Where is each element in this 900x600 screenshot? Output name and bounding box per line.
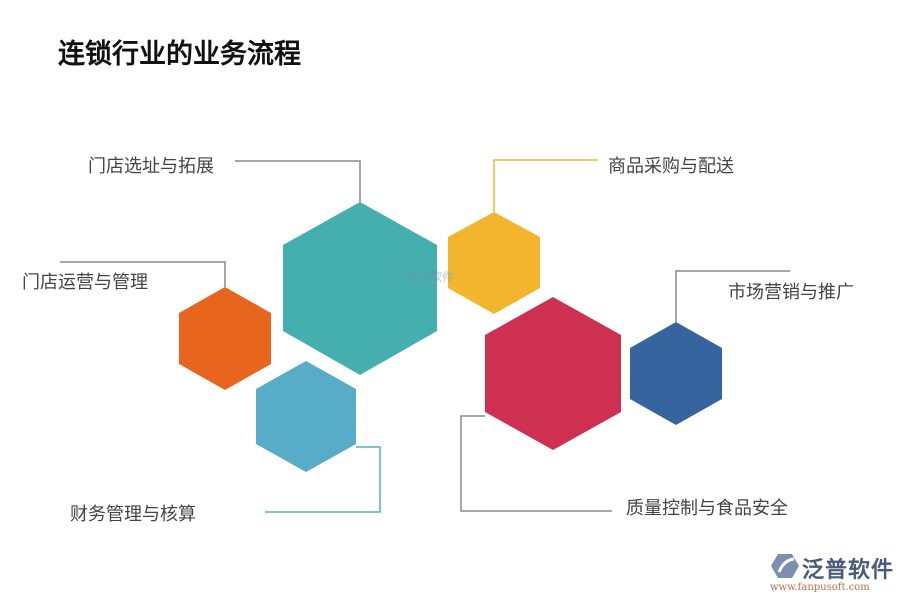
logo-icon (771, 554, 799, 578)
label-operation: 门店运营与管理 (22, 272, 148, 293)
hexagon-marketing (630, 322, 722, 425)
hexagon-quality (485, 297, 621, 450)
watermark: 泛普软件 (406, 270, 455, 284)
connector-marketing (675, 270, 790, 322)
connector-purchase (493, 159, 598, 212)
hexagon-finance (256, 361, 356, 472)
label-finance: 财务管理与核算 (70, 504, 196, 525)
label-purchase: 商品采购与配送 (608, 156, 734, 177)
label-quality: 质量控制与食品安全 (626, 498, 788, 519)
logo-url: www.fanpusoft.com (770, 582, 870, 593)
connector-site (235, 160, 361, 202)
connector-quality (460, 415, 612, 512)
logo-name: 泛普软件 (802, 558, 895, 583)
hexagon-purchase (448, 212, 540, 314)
connector-finance (265, 446, 381, 513)
page-title: 连锁行业的业务流程 (58, 39, 301, 70)
label-site: 门店选址与拓展 (88, 156, 214, 177)
label-marketing: 市场营销与推广 (728, 282, 854, 303)
connector-operation (60, 261, 226, 287)
hexagon-site (283, 202, 437, 375)
hexagon-operation (179, 287, 271, 390)
